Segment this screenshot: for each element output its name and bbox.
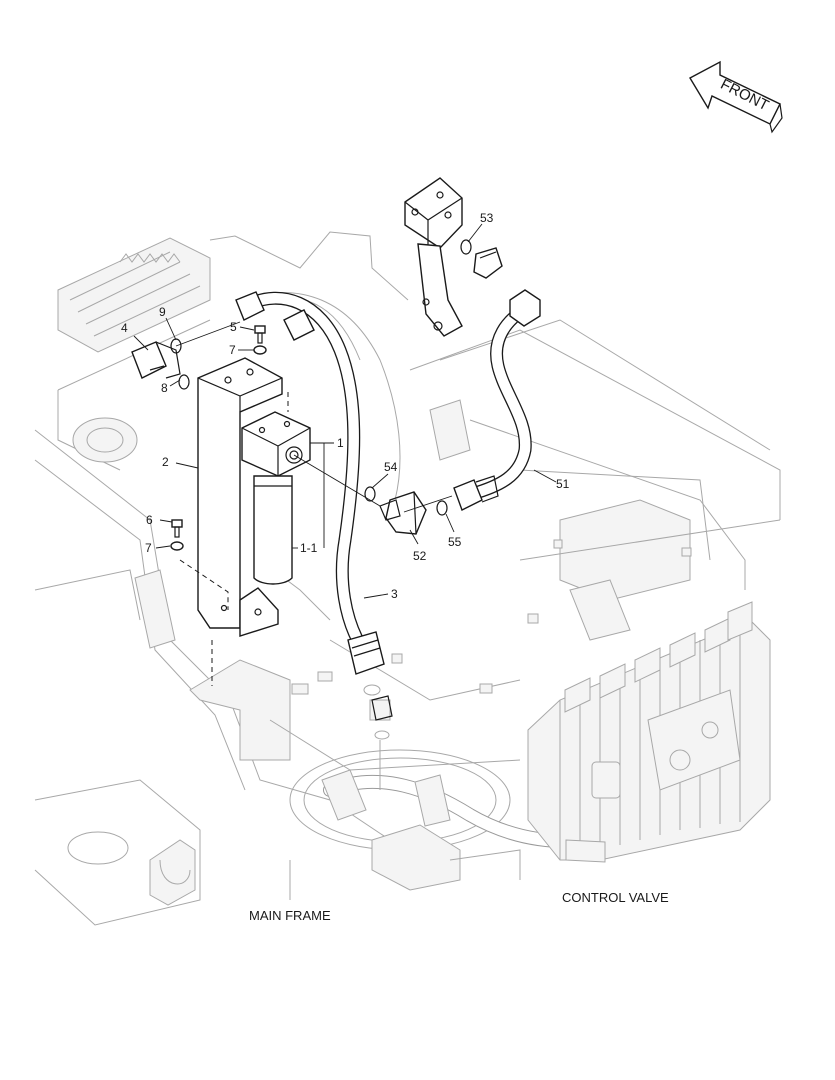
callout-9: 9 <box>159 305 166 319</box>
washer-7-lower <box>170 541 184 551</box>
control-valve-caption: CONTROL VALVE <box>562 890 669 905</box>
callout-4: 4 <box>121 321 128 335</box>
callout-2: 2 <box>162 455 169 469</box>
callout-1-1: 1-1 <box>300 541 318 555</box>
callout-labels: 1 1-1 2 3 4 5 6 7 7 8 9 51 52 53 54 55 <box>121 211 570 601</box>
callout-7-upper: 7 <box>229 343 236 357</box>
callout-1: 1 <box>337 436 344 450</box>
bolt-6 <box>171 519 183 538</box>
callout-8: 8 <box>161 381 168 395</box>
callout-54: 54 <box>384 460 398 474</box>
callout-55: 55 <box>448 535 462 549</box>
callout-51: 51 <box>556 477 570 491</box>
leader-lines <box>133 223 557 599</box>
o-ring-55 <box>436 500 448 516</box>
o-ring-8 <box>178 374 190 390</box>
hose-3 <box>235 291 393 721</box>
callout-6: 6 <box>146 513 153 527</box>
callout-3: 3 <box>391 587 398 601</box>
washer-7-upper <box>253 345 267 355</box>
machine-structure-background <box>34 231 781 926</box>
hose-51 <box>453 289 541 511</box>
callout-5: 5 <box>230 320 237 334</box>
bolt-5 <box>254 325 266 344</box>
callout-53: 53 <box>480 211 494 225</box>
elbow-fitting-52 <box>379 491 427 535</box>
callout-7-lower: 7 <box>145 541 152 555</box>
filter-assembly <box>241 411 311 585</box>
main-frame-caption: MAIN FRAME <box>249 908 331 923</box>
upper-mounting-bracket <box>404 177 503 337</box>
filter-bracket <box>179 357 289 686</box>
filter-connection-line <box>175 321 453 513</box>
front-direction-arrow: FRONT <box>689 60 783 134</box>
o-ring-54 <box>364 486 376 502</box>
fitting-4 <box>131 341 181 379</box>
callout-52: 52 <box>413 549 427 563</box>
